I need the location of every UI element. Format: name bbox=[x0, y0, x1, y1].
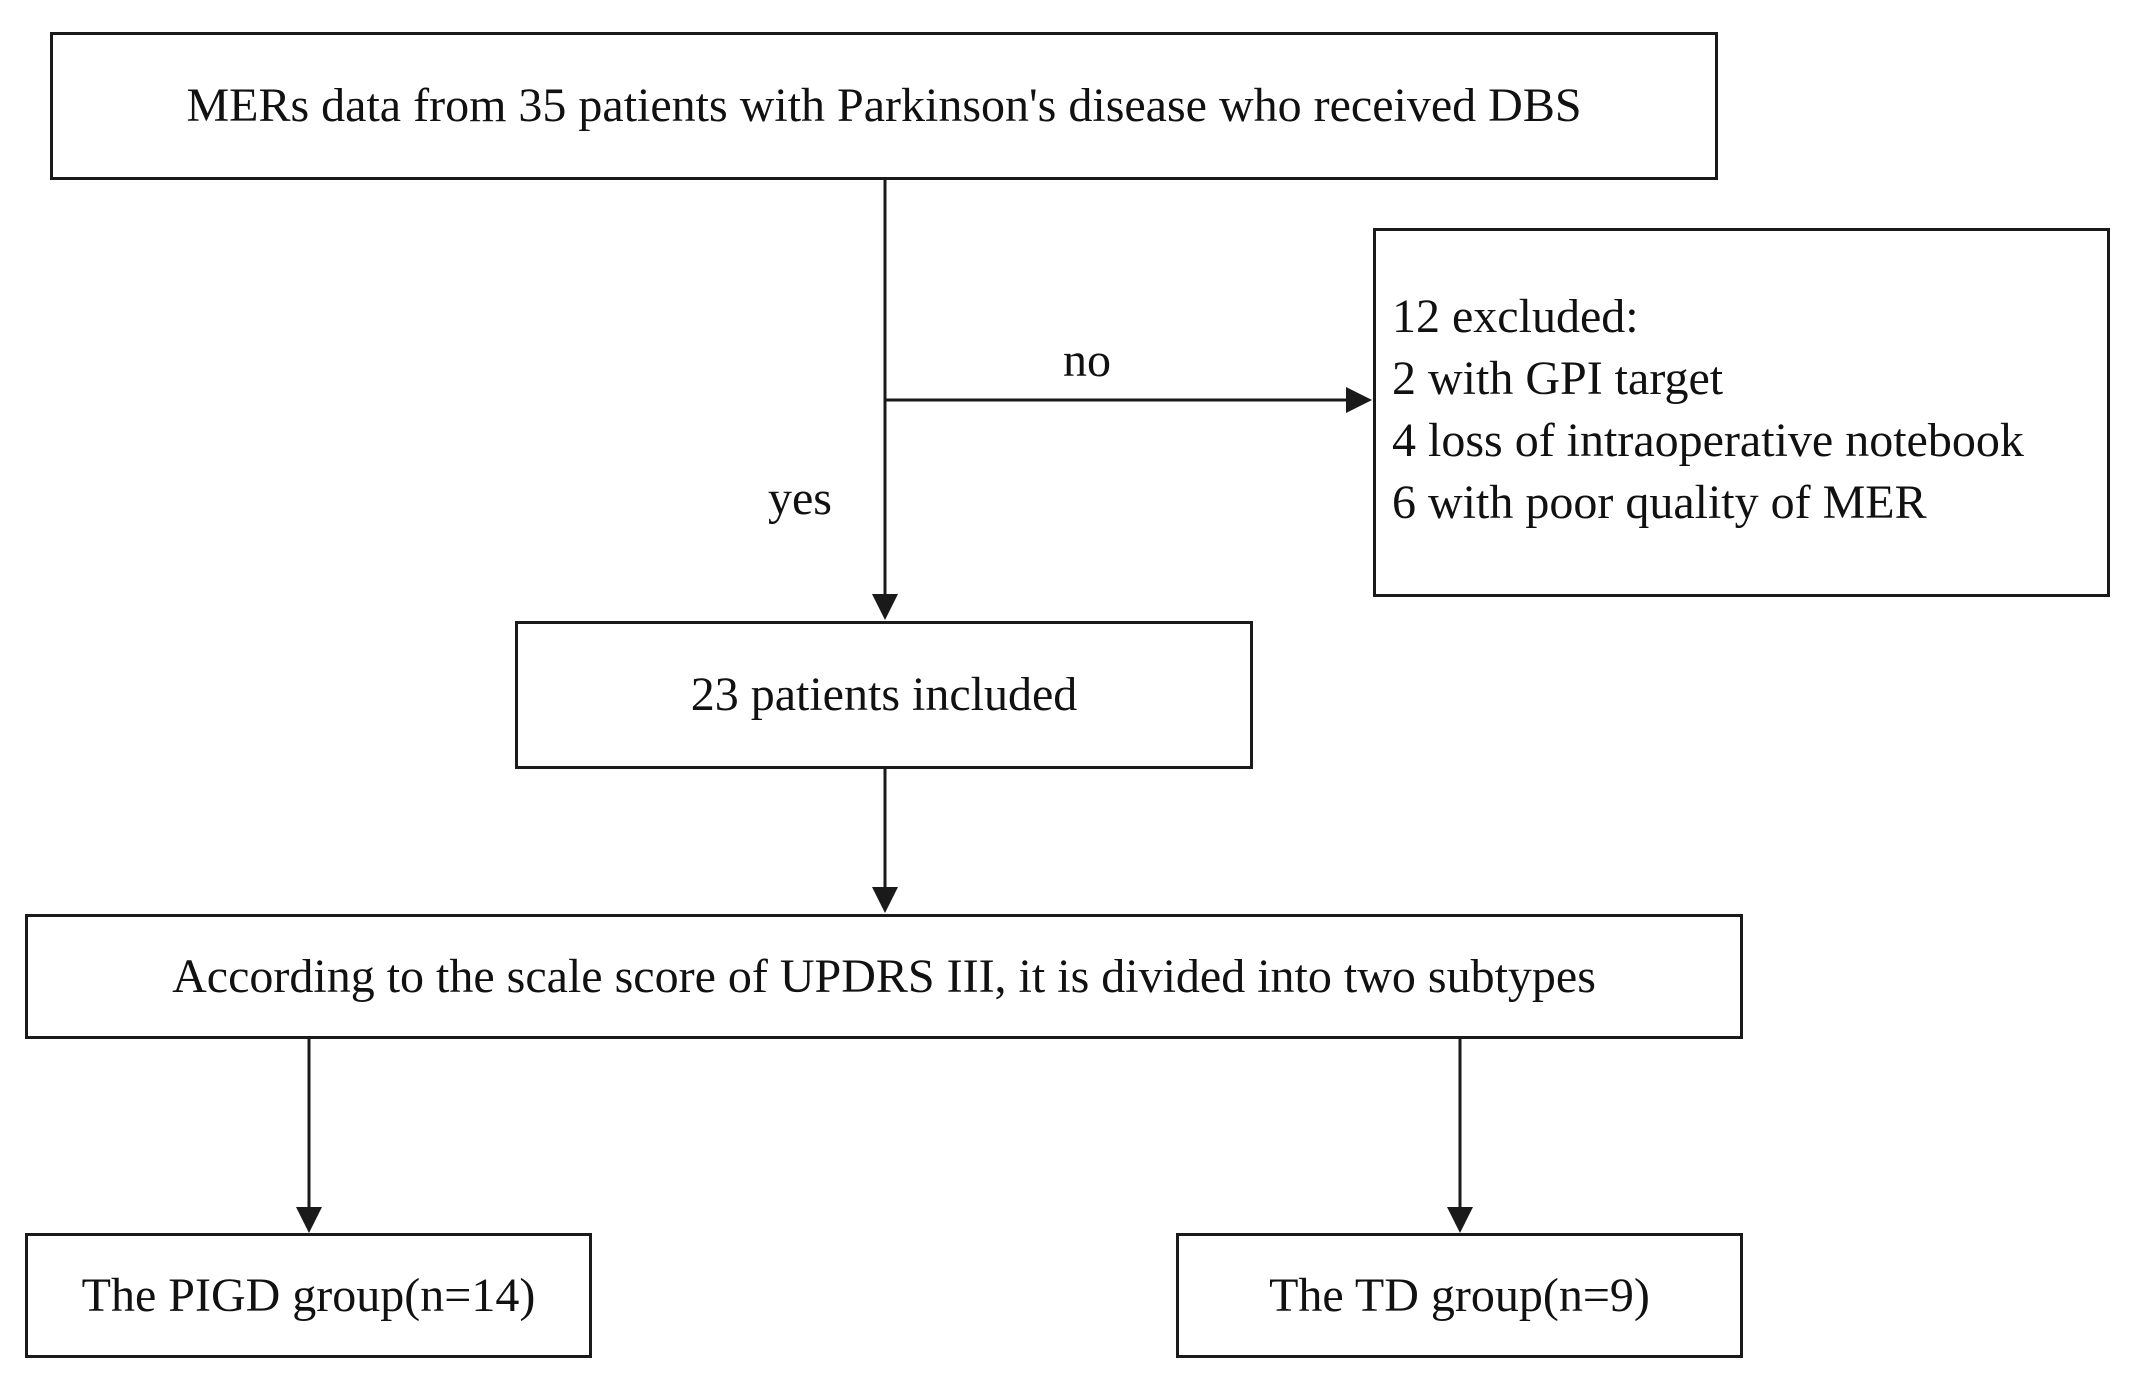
arrowhead-subtype bbox=[872, 887, 898, 913]
exclusion-line-total: 12 excluded: bbox=[1392, 289, 1639, 343]
subtype-box: According to the scale score of UPDRS II… bbox=[25, 914, 1743, 1039]
pigd-group-text: The PIGD group(n=14) bbox=[81, 1268, 536, 1322]
exclusion-line-gpi: 2 with GPI target bbox=[1392, 351, 1724, 405]
pigd-group-box: The PIGD group(n=14) bbox=[25, 1233, 592, 1358]
arrowhead-td bbox=[1447, 1207, 1473, 1233]
td-group-text: The TD group(n=9) bbox=[1269, 1268, 1650, 1322]
arrowhead-exclusion bbox=[1346, 387, 1372, 413]
decision-yes-label: yes bbox=[768, 472, 832, 525]
exclusion-line-quality: 6 with poor quality of MER bbox=[1392, 475, 1927, 529]
exclusion-lines: 12 excluded: 2 with GPI target 4 loss of… bbox=[1376, 286, 2024, 534]
source-box: MERs data from 35 patients with Parkinso… bbox=[50, 32, 1718, 180]
exclusion-line-notebook: 4 loss of intraoperative notebook bbox=[1392, 413, 2024, 467]
exclusion-box: 12 excluded: 2 with GPI target 4 loss of… bbox=[1373, 228, 2110, 597]
included-box-text: 23 patients included bbox=[690, 668, 1078, 721]
arrowhead-included bbox=[872, 594, 898, 620]
td-group-box: The TD group(n=9) bbox=[1176, 1233, 1743, 1358]
source-box-text: MERs data from 35 patients with Parkinso… bbox=[186, 79, 1582, 132]
included-box: 23 patients included bbox=[515, 621, 1253, 769]
decision-no-label: no bbox=[1063, 334, 1111, 387]
subtype-box-text: According to the scale score of UPDRS II… bbox=[172, 949, 1596, 1003]
arrowhead-pigd bbox=[296, 1207, 322, 1233]
